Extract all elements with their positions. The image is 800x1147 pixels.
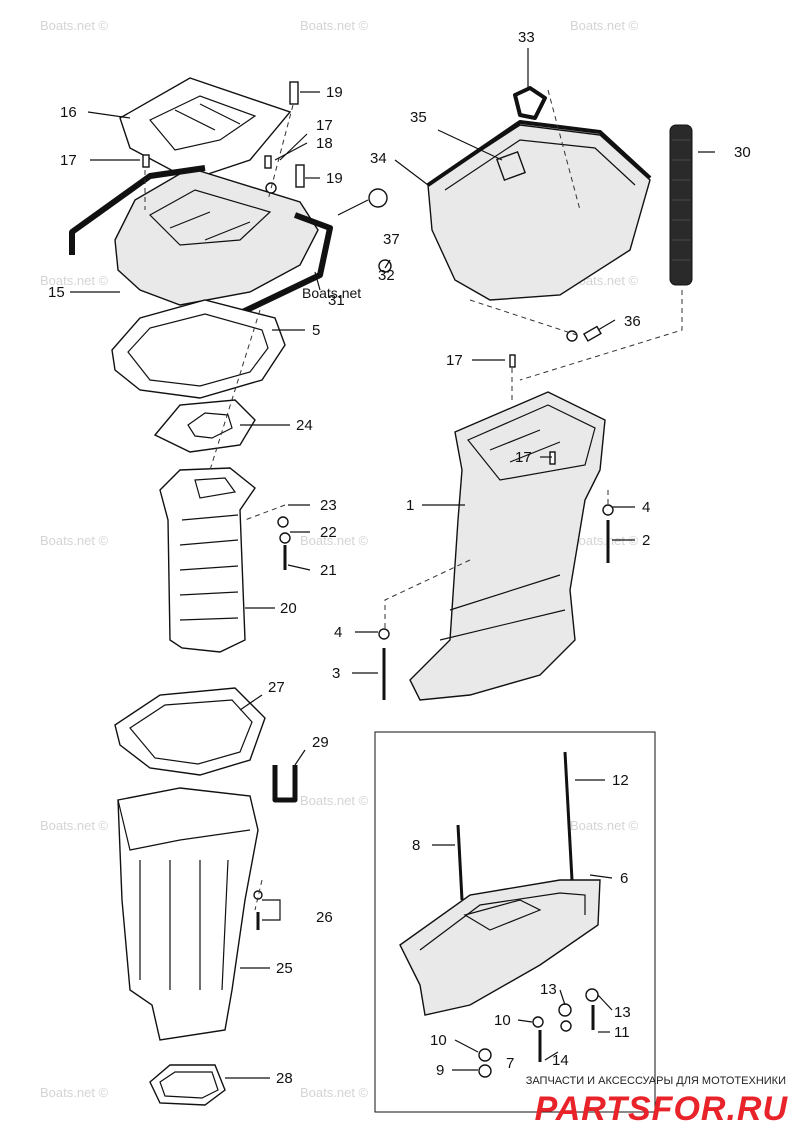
callout-17: 17 xyxy=(515,449,532,466)
callout-17: 17 xyxy=(316,117,333,134)
callout-23: 23 xyxy=(320,497,337,514)
watermark: Boats.net © xyxy=(570,18,639,33)
callout-6: 6 xyxy=(620,870,628,887)
callout-8: 8 xyxy=(412,837,420,854)
callout-14: 14 xyxy=(552,1052,569,1069)
assembly-lines xyxy=(144,89,683,911)
watermark: Boats.net © xyxy=(570,818,639,833)
callout-1: 1 xyxy=(406,497,414,514)
watermark: Boats.net © xyxy=(300,533,369,548)
watermark: Boats.net © xyxy=(40,1085,109,1100)
callout-4: 4 xyxy=(642,499,650,516)
callout-29: 29 xyxy=(312,734,329,751)
watermark: Boats.net © xyxy=(40,818,109,833)
callout-17: 17 xyxy=(60,152,77,169)
drive-shaft-housing xyxy=(409,391,606,701)
exhaust-pipe xyxy=(159,467,256,653)
callout-25: 25 xyxy=(276,960,293,977)
leader-lines xyxy=(70,48,715,1079)
callout-26: 26 xyxy=(316,909,333,926)
brand-logo: PARTSFOR.RU xyxy=(534,1090,788,1128)
callout-27: 27 xyxy=(268,679,285,696)
watermark: Boats.net © xyxy=(300,18,369,33)
callout-30: 30 xyxy=(734,144,751,161)
gasket-24 xyxy=(153,399,256,453)
callout-10: 10 xyxy=(430,1032,447,1049)
callout-31: 31 xyxy=(328,292,345,309)
callout-33: 33 xyxy=(518,29,535,46)
watermark: Boats.net © xyxy=(570,533,639,548)
callout-11: 11 xyxy=(614,1024,630,1041)
callout-19: 19 xyxy=(326,84,343,101)
oil-pan xyxy=(426,86,652,301)
upper-mount-plate xyxy=(119,77,292,181)
callout-32: 32 xyxy=(378,267,395,284)
gasket-5 xyxy=(111,299,286,399)
callout-18: 18 xyxy=(316,135,333,152)
callout-34: 34 xyxy=(370,150,387,167)
callout-35: 35 xyxy=(410,109,427,126)
callout-15: 15 xyxy=(48,284,65,301)
callout-13: 13 xyxy=(614,1004,631,1021)
brand-tagline: ЗАПЧАСТИ И АКСЕССУАРЫ ДЛЯ МОТОТЕХНИКИ xyxy=(525,1075,786,1087)
lower-assembly-box xyxy=(374,731,656,1113)
callout-13: 13 xyxy=(540,981,557,998)
callout-4: 4 xyxy=(334,624,342,641)
watermark: Boats.net © xyxy=(40,18,109,33)
callout-2: 2 xyxy=(642,532,650,549)
callout-37: 37 xyxy=(383,231,400,248)
gasket-28 xyxy=(149,1064,226,1106)
callout-10: 10 xyxy=(494,1012,511,1029)
fasteners xyxy=(142,81,614,930)
callout-labels: 16 19 17 17 18 19 33 35 34 30 37 32 15 3… xyxy=(48,29,751,1087)
callout-19: 19 xyxy=(326,170,343,187)
callout-9: 9 xyxy=(436,1062,444,1079)
site-label: Boats.net xyxy=(302,285,361,301)
watermark: Boats.net © xyxy=(40,533,109,548)
callout-5: 5 xyxy=(312,322,320,339)
gasket-27 xyxy=(114,687,266,776)
callout-22: 22 xyxy=(320,524,337,541)
callout-36: 36 xyxy=(624,313,641,330)
callout-12: 12 xyxy=(612,772,629,789)
callout-3: 3 xyxy=(332,665,340,682)
callout-24: 24 xyxy=(296,417,313,434)
callout-16: 16 xyxy=(60,104,77,121)
hose xyxy=(669,124,693,286)
watermark: Boats.net © xyxy=(300,793,369,808)
callout-20: 20 xyxy=(280,600,297,617)
watermarks: Boats.net © Boats.net © Boats.net © Boat… xyxy=(40,18,639,1100)
callout-21: 21 xyxy=(320,562,337,579)
watermark: Boats.net © xyxy=(40,273,109,288)
exhaust-guide xyxy=(117,765,298,1041)
callout-17: 17 xyxy=(446,352,463,369)
adapter-plate xyxy=(69,165,333,325)
callout-28: 28 xyxy=(276,1070,293,1087)
callout-7: 7 xyxy=(506,1055,514,1072)
watermark: Boats.net © xyxy=(300,1085,369,1100)
